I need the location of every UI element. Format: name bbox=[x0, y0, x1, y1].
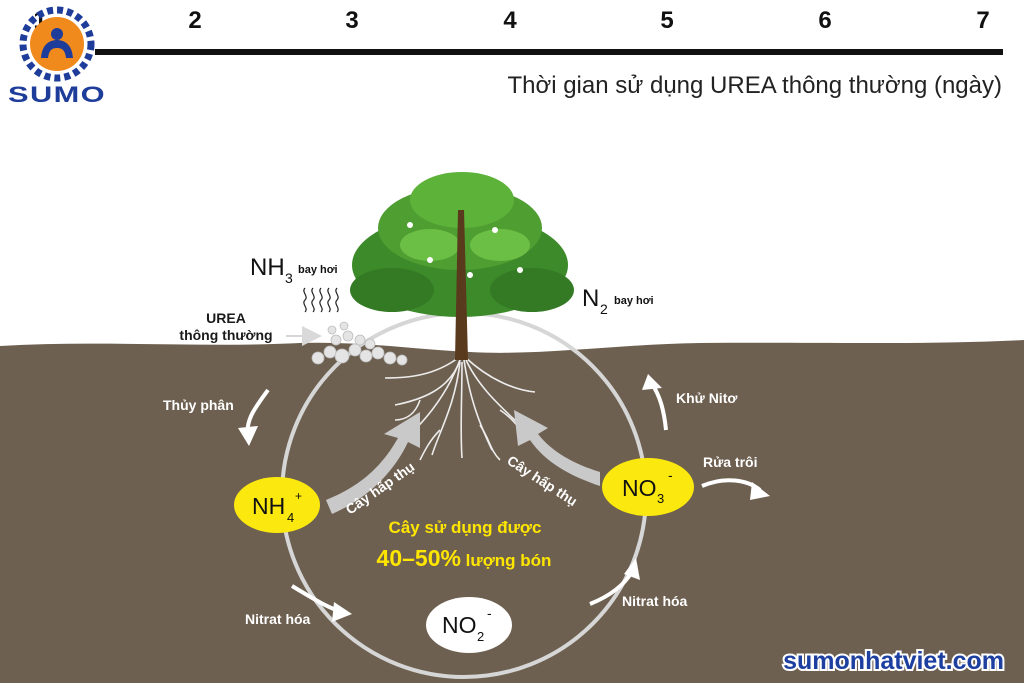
logo-figure-head-icon bbox=[51, 28, 63, 40]
usage-line2: 40–50% lượng bón bbox=[377, 545, 552, 571]
n2-vapor-icon bbox=[580, 317, 608, 343]
logo-figure-body-icon bbox=[41, 40, 73, 58]
timeline-axis bbox=[95, 49, 1003, 55]
urea-label-line2: thông thường bbox=[179, 327, 272, 343]
denitrification-label: Khử Nitơ bbox=[676, 390, 737, 406]
nitrification-left-label: Nitrat hóa bbox=[245, 611, 311, 627]
n2-subscript: 2 bbox=[600, 301, 608, 317]
hydrolysis-label: Thủy phân bbox=[163, 397, 234, 413]
plant-uptake-right-arrow-icon bbox=[514, 410, 600, 486]
nitrification-right-arrowhead-icon bbox=[624, 558, 640, 580]
nh4-node: NH 4 + bbox=[234, 477, 320, 533]
usage-line1: Cây sử dụng được bbox=[389, 518, 542, 537]
nh4-base: NH bbox=[252, 493, 285, 519]
no2-subscript: 2 bbox=[477, 629, 484, 644]
nh4-charge: + bbox=[295, 489, 302, 503]
urea-label-line1: UREA bbox=[206, 310, 246, 326]
leaching-arrowhead-icon bbox=[750, 482, 770, 500]
nh3-subscript: 3 bbox=[285, 270, 293, 286]
timeline: 1 2 3 4 5 6 7 Thời gian sử dụng UREA thô… bbox=[33, 7, 1003, 99]
sumo-logo: SUMO bbox=[8, 6, 106, 107]
timeline-tick-7: 7 bbox=[976, 7, 989, 34]
no3-charge: - bbox=[668, 467, 673, 483]
usage-rest: lượng bón bbox=[461, 551, 552, 570]
no2-charge: - bbox=[487, 605, 492, 621]
denitrification-arrowhead-icon bbox=[642, 374, 662, 390]
timeline-tick-2: 2 bbox=[188, 7, 201, 34]
urea-granules bbox=[311, 321, 408, 366]
usage-percent: 40–50% bbox=[377, 545, 461, 571]
nitrification-left-arrowhead-icon bbox=[332, 602, 352, 622]
no3-subscript: 3 bbox=[657, 491, 664, 506]
logo-gear-icon bbox=[19, 6, 95, 82]
no3-base: NO bbox=[622, 475, 657, 501]
no2-base: NO bbox=[442, 612, 477, 638]
n2-formula: N bbox=[582, 285, 599, 312]
timeline-title: Thời gian sử dụng UREA thông thường (ngà… bbox=[507, 72, 1002, 99]
n2-label: N 2 bay hơi bbox=[582, 285, 654, 317]
nh4-subscript: 4 bbox=[287, 510, 294, 525]
hydrolysis-arrowhead-icon bbox=[238, 426, 258, 446]
soil bbox=[0, 340, 1024, 683]
website-url: sumonhatviet.com bbox=[783, 647, 1004, 675]
nh3-note: bay hơi bbox=[298, 264, 338, 276]
no3-node: NO 3 - bbox=[602, 458, 694, 516]
nh3-vapor-icon bbox=[303, 287, 339, 313]
timeline-tick-3: 3 bbox=[345, 7, 358, 34]
timeline-tick-6: 6 bbox=[818, 7, 831, 34]
plant-uptake-left-arrow-icon bbox=[326, 412, 420, 514]
logo-text: SUMO bbox=[8, 82, 106, 107]
n2-note: bay hơi bbox=[614, 295, 654, 307]
timeline-tick-5: 5 bbox=[660, 7, 673, 34]
plant-trunk bbox=[455, 210, 468, 360]
leaching-label: Rửa trôi bbox=[703, 454, 757, 470]
timeline-tick-4: 4 bbox=[503, 7, 517, 34]
nh3-formula: NH bbox=[250, 254, 285, 281]
nh3-label: NH 3 bay hơi bbox=[250, 254, 338, 286]
nitrification-right-label: Nitrat hóa bbox=[622, 593, 688, 609]
no2-node: NO 2 - bbox=[426, 597, 512, 653]
